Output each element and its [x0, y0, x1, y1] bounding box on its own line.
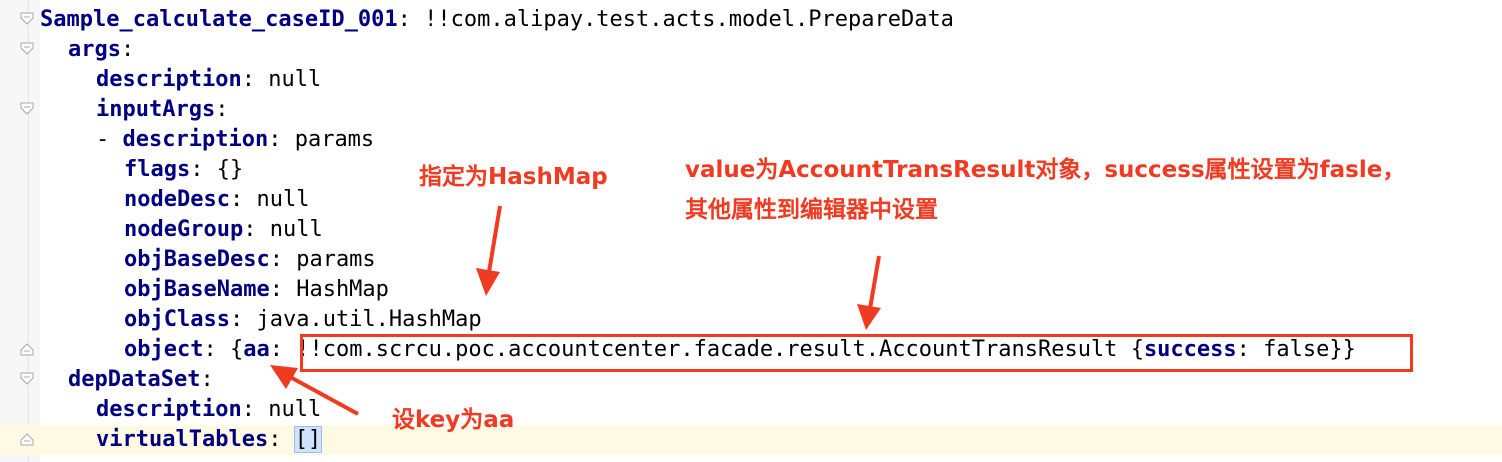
- yaml-key: Sample_calculate_caseID_001: [40, 7, 398, 32]
- fold-open-icon[interactable]: [20, 12, 34, 26]
- fold-close-icon[interactable]: [20, 432, 34, 446]
- yaml-key: args: [68, 37, 121, 62]
- arrow-to-red-box: [857, 255, 881, 330]
- obj-open-brace: {: [1130, 337, 1144, 362]
- yaml-sep: :: [203, 337, 230, 362]
- arrow-to-hashmap: [476, 205, 502, 296]
- yaml-sep: :: [397, 7, 425, 32]
- code-line[interactable]: virtualTables: []: [96, 425, 323, 455]
- yaml-value: null: [269, 217, 323, 242]
- yaml-value: HashMap: [296, 277, 389, 302]
- yaml-value: java.util.HashMap: [256, 307, 482, 332]
- yaml-sep: :: [215, 97, 229, 122]
- yaml-sep: :: [1236, 337, 1264, 362]
- close-brace: }: [1342, 337, 1356, 362]
- yaml-sep: :: [268, 427, 295, 452]
- fold-open-icon[interactable]: [20, 102, 34, 116]
- yaml-key: object: [124, 337, 204, 362]
- code-line[interactable]: objBaseDesc: params: [124, 245, 376, 275]
- yaml-key: objBaseName: [124, 277, 270, 302]
- yaml-sep: :: [243, 217, 270, 242]
- code-line[interactable]: nodeGroup: null: [124, 215, 323, 245]
- yaml-sep: :: [229, 307, 257, 332]
- editor-gutter: [0, 0, 40, 462]
- yaml-sep: :: [190, 157, 217, 182]
- yaml-key: objBaseDesc: [124, 247, 270, 272]
- arrow-to-key: [270, 365, 359, 416]
- yaml-sep: :: [241, 397, 269, 422]
- obj-close-brace: }: [1329, 337, 1343, 362]
- yaml-key: flags: [124, 157, 191, 182]
- annotation-highlight-box: [300, 334, 1413, 372]
- fold-close-icon[interactable]: [20, 342, 34, 356]
- yaml-value: params: [294, 127, 375, 152]
- code-line[interactable]: objClass: java.util.HashMap: [124, 305, 482, 335]
- fold-open-icon[interactable]: [20, 372, 34, 386]
- yaml-sep: :: [241, 67, 269, 92]
- yaml-value: !!com.alipay.test.acts.model.PrepareData: [424, 7, 954, 32]
- code-line[interactable]: flags: {}: [124, 155, 243, 185]
- yaml-key: objClass: [124, 307, 230, 332]
- yaml-sep: :: [269, 277, 297, 302]
- code-line[interactable]: object: {aa: !!com.scrcu.poc.accountcent…: [124, 335, 1356, 365]
- yaml-value: null: [268, 67, 322, 92]
- yaml-key: description: [96, 67, 242, 92]
- annotation-value-line2: 其他属性到编辑器中设置: [685, 197, 938, 223]
- field-value: false: [1263, 337, 1330, 362]
- yaml-value: null: [268, 397, 322, 422]
- code-line[interactable]: objBaseName: HashMap: [124, 275, 389, 305]
- gutter-divider: [28, 0, 29, 462]
- yaml-key: virtualTables: [96, 427, 269, 452]
- yaml-sep: :: [200, 367, 214, 392]
- yaml-key: description: [122, 127, 269, 152]
- yaml-sep: :: [229, 187, 257, 212]
- yaml-key: description: [96, 397, 242, 422]
- yaml-sep: :: [269, 337, 297, 362]
- yaml-sep: :: [268, 127, 295, 152]
- yaml-key: nodeDesc: [124, 187, 230, 212]
- yaml-key: nodeGroup: [124, 217, 244, 242]
- code-line[interactable]: depDataSet:: [68, 365, 214, 395]
- cutoff-line: [40, 455, 1500, 462]
- code-line[interactable]: args:: [68, 35, 134, 65]
- code-line[interactable]: nodeDesc: null: [124, 185, 309, 215]
- yaml-key: inputArgs: [96, 97, 216, 122]
- code-line[interactable]: Sample_calculate_caseID_001: !!com.alipa…: [40, 5, 954, 35]
- yaml-key: depDataSet: [68, 367, 201, 392]
- code-line[interactable]: description: null: [96, 395, 321, 425]
- yaml-value: params: [296, 247, 376, 272]
- field-key: success: [1143, 337, 1237, 362]
- fold-open-icon[interactable]: [20, 42, 34, 56]
- annotation-hashmap: 指定为HashMap: [419, 164, 608, 190]
- yaml-value: []: [293, 426, 323, 453]
- yaml-sep: :: [120, 37, 135, 62]
- code-line[interactable]: description: null: [96, 65, 321, 95]
- yaml-value: null: [256, 187, 310, 212]
- current-line-highlight: [0, 425, 1502, 455]
- inner-key: aa: [243, 337, 270, 362]
- annotation-key: 设key为aa: [392, 407, 515, 433]
- code-line[interactable]: - description: params: [96, 125, 374, 155]
- open-brace: {: [229, 337, 244, 362]
- class-tag: !!com.scrcu.poc.accountcenter.facade.res…: [296, 337, 1131, 362]
- code-line[interactable]: inputArgs:: [96, 95, 228, 125]
- yaml-value: {}: [216, 157, 244, 182]
- annotation-value-line1: value为AccountTransResult对象，success属性设置为f…: [685, 157, 1406, 183]
- list-dash: -: [96, 127, 123, 152]
- yaml-sep: :: [269, 247, 297, 272]
